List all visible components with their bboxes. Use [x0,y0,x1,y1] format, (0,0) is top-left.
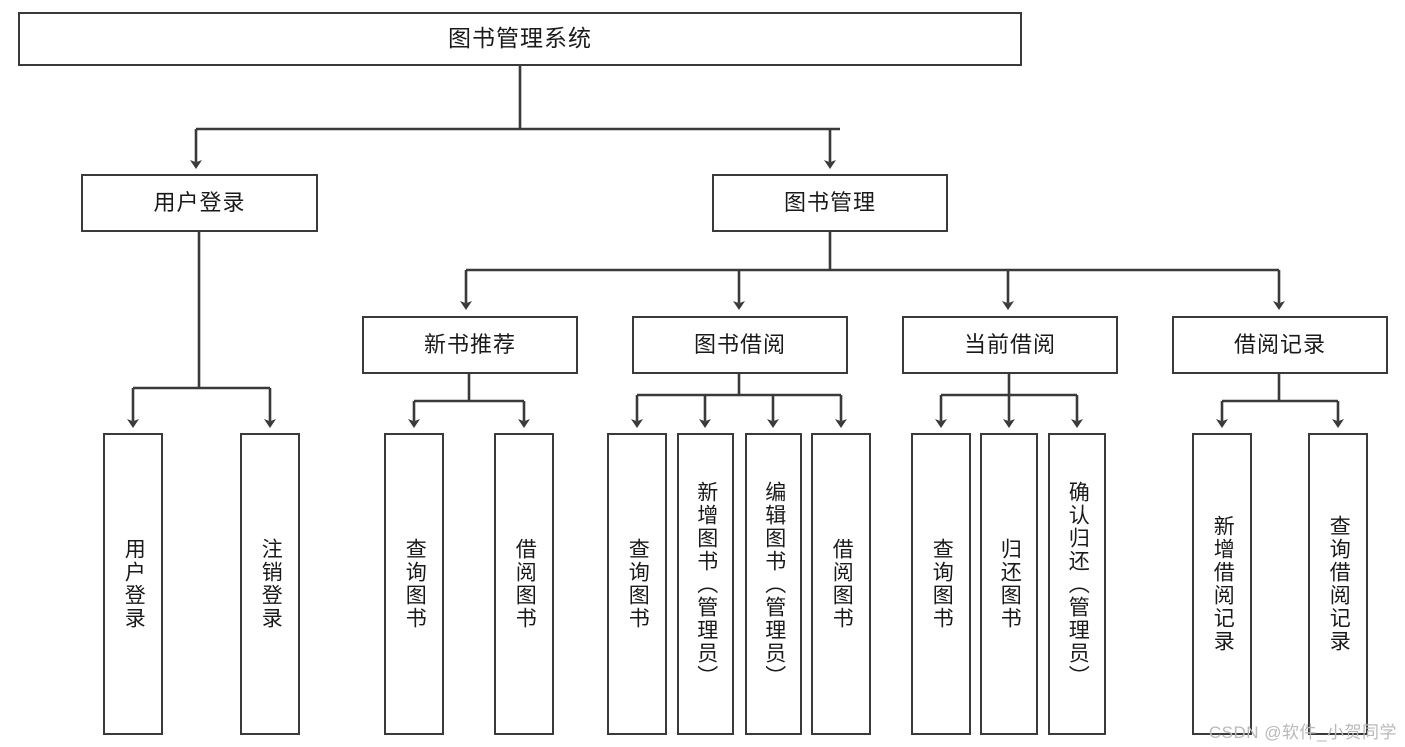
leaf-query-book-2[interactable]: 查询图书 [607,433,667,735]
leaf-add-book[interactable]: 新增图书（管理员） [677,433,734,735]
node-label: 借阅图书 [513,538,537,630]
watermark-text: CSDN @软件_小贺同学 [1208,723,1397,742]
node-label: 图书管理 [783,189,876,215]
node-book-borrow[interactable]: 图书借阅 [632,316,848,374]
node-label: 归还图书 [998,538,1022,630]
node-current-borrow[interactable]: 当前借阅 [902,316,1118,374]
leaf-user-login[interactable]: 用户登录 [103,433,163,735]
node-system-root[interactable]: 图书管理系统 [18,12,1022,66]
node-label: 查询图书 [626,538,650,630]
leaf-borrow-book-1[interactable]: 借阅图书 [494,433,554,735]
node-label: 新增图书（管理员） [694,480,718,688]
node-label: 查询借阅记录 [1327,515,1351,653]
node-label: 新书推荐 [423,331,516,357]
node-label: 查询图书 [403,538,427,630]
leaf-query-book-3[interactable]: 查询图书 [911,433,971,735]
leaf-confirm-return[interactable]: 确认归还（管理员） [1048,433,1106,735]
node-label: 图书借阅 [693,331,786,357]
leaf-query-borrow-record[interactable]: 查询借阅记录 [1308,433,1368,735]
leaf-query-book-1[interactable]: 查询图书 [384,433,444,735]
node-label: 图书管理系统 [448,25,592,52]
leaf-edit-book[interactable]: 编辑图书（管理员） [745,433,802,735]
node-user-login[interactable]: 用户登录 [81,174,318,232]
node-label: 编辑图书（管理员） [762,480,786,688]
node-label: 借阅记录 [1233,331,1326,357]
node-label: 当前借阅 [963,331,1056,357]
node-label: 确认归还（管理员） [1066,480,1090,688]
leaf-borrow-book-2[interactable]: 借阅图书 [811,433,871,735]
node-label: 用户登录 [122,538,146,630]
node-new-book-recommend[interactable]: 新书推荐 [362,316,578,374]
node-label: 新增借阅记录 [1211,515,1235,653]
node-label: 注销登录 [259,538,283,630]
node-label: 借阅图书 [830,538,854,630]
leaf-logout-login[interactable]: 注销登录 [240,433,300,735]
node-book-manage[interactable]: 图书管理 [712,174,948,232]
node-borrow-record[interactable]: 借阅记录 [1172,316,1388,374]
node-label: 用户登录 [153,189,246,215]
leaf-add-borrow-record[interactable]: 新增借阅记录 [1192,433,1252,735]
node-label: 查询图书 [930,538,954,630]
leaf-return-book[interactable]: 归还图书 [980,433,1038,735]
